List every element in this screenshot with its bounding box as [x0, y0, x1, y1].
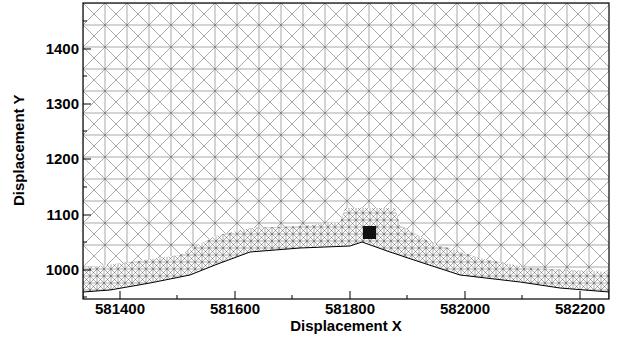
- x-tick-label: 582200: [555, 301, 605, 318]
- y-tick-label: 1100: [46, 207, 79, 224]
- x-tick-label: 582000: [440, 301, 490, 318]
- axis-title: Displacement X: [290, 318, 402, 335]
- plot-frame: [83, 3, 609, 299]
- terrain-ground: [83, 242, 609, 299]
- axis-ticks: [83, 21, 580, 299]
- refined-mesh-band: [83, 208, 609, 299]
- axis-title: Displacement Y: [12, 94, 29, 205]
- mesh: [83, 3, 609, 299]
- x-tick-label: 581600: [210, 301, 260, 318]
- x-tick-label: 581400: [95, 301, 145, 318]
- x-tick-label: 581800: [325, 301, 375, 318]
- y-tick-label: 1400: [46, 41, 79, 58]
- y-tick-label: 1200: [46, 151, 79, 168]
- refined-block: [363, 226, 376, 239]
- refined-mesh-band: [83, 208, 609, 299]
- y-tick-label: 1300: [46, 96, 79, 113]
- coarse-mesh: [83, 3, 609, 299]
- y-tick-label: 1000: [46, 262, 79, 279]
